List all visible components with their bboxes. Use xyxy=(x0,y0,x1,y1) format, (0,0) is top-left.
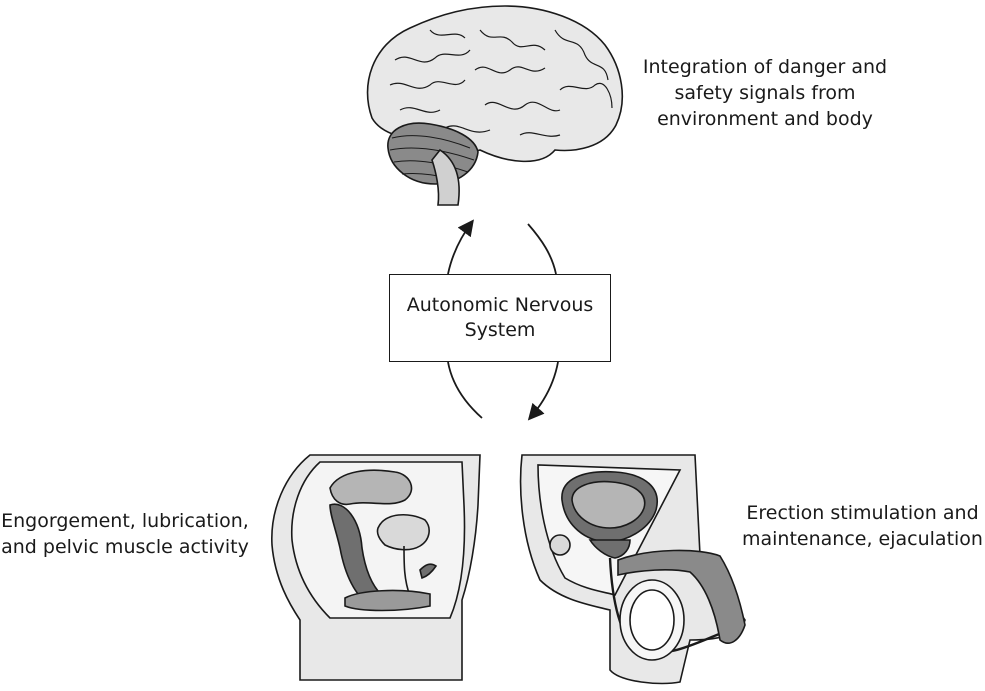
male-pelvis-illustration xyxy=(519,454,746,685)
female-caption-line-1: Engorgement, lubrication, xyxy=(1,510,249,532)
ans-box-line-2: System xyxy=(464,319,536,341)
brain-caption-line-1: Integration of danger and xyxy=(642,56,888,78)
brain-caption: Integration of danger and safety signals… xyxy=(620,54,910,132)
ans-box-line-1: Autonomic Nervous xyxy=(406,294,594,316)
male-caption-line-1: Erection stimulation and xyxy=(746,502,979,524)
male-caption: Erection stimulation and maintenance, ej… xyxy=(740,500,985,552)
male-caption-line-2: maintenance, ejaculation xyxy=(742,528,983,550)
autonomic-nervous-system-box: Autonomic Nervous System xyxy=(389,274,611,362)
arrow-down-right xyxy=(527,361,559,421)
female-pelvis-illustration xyxy=(271,454,481,681)
brain-caption-line-2: safety signals from xyxy=(674,82,856,104)
arrow-up-left xyxy=(447,219,474,275)
arc-up-right xyxy=(527,223,557,275)
cycle-arrows xyxy=(447,219,559,421)
brain-illustration xyxy=(366,5,624,206)
female-caption-line-2: and pelvic muscle activity xyxy=(1,536,249,558)
female-caption: Engorgement, lubrication, and pelvic mus… xyxy=(0,508,250,560)
brain-caption-line-3: environment and body xyxy=(657,108,873,130)
arc-down-left xyxy=(447,361,483,419)
